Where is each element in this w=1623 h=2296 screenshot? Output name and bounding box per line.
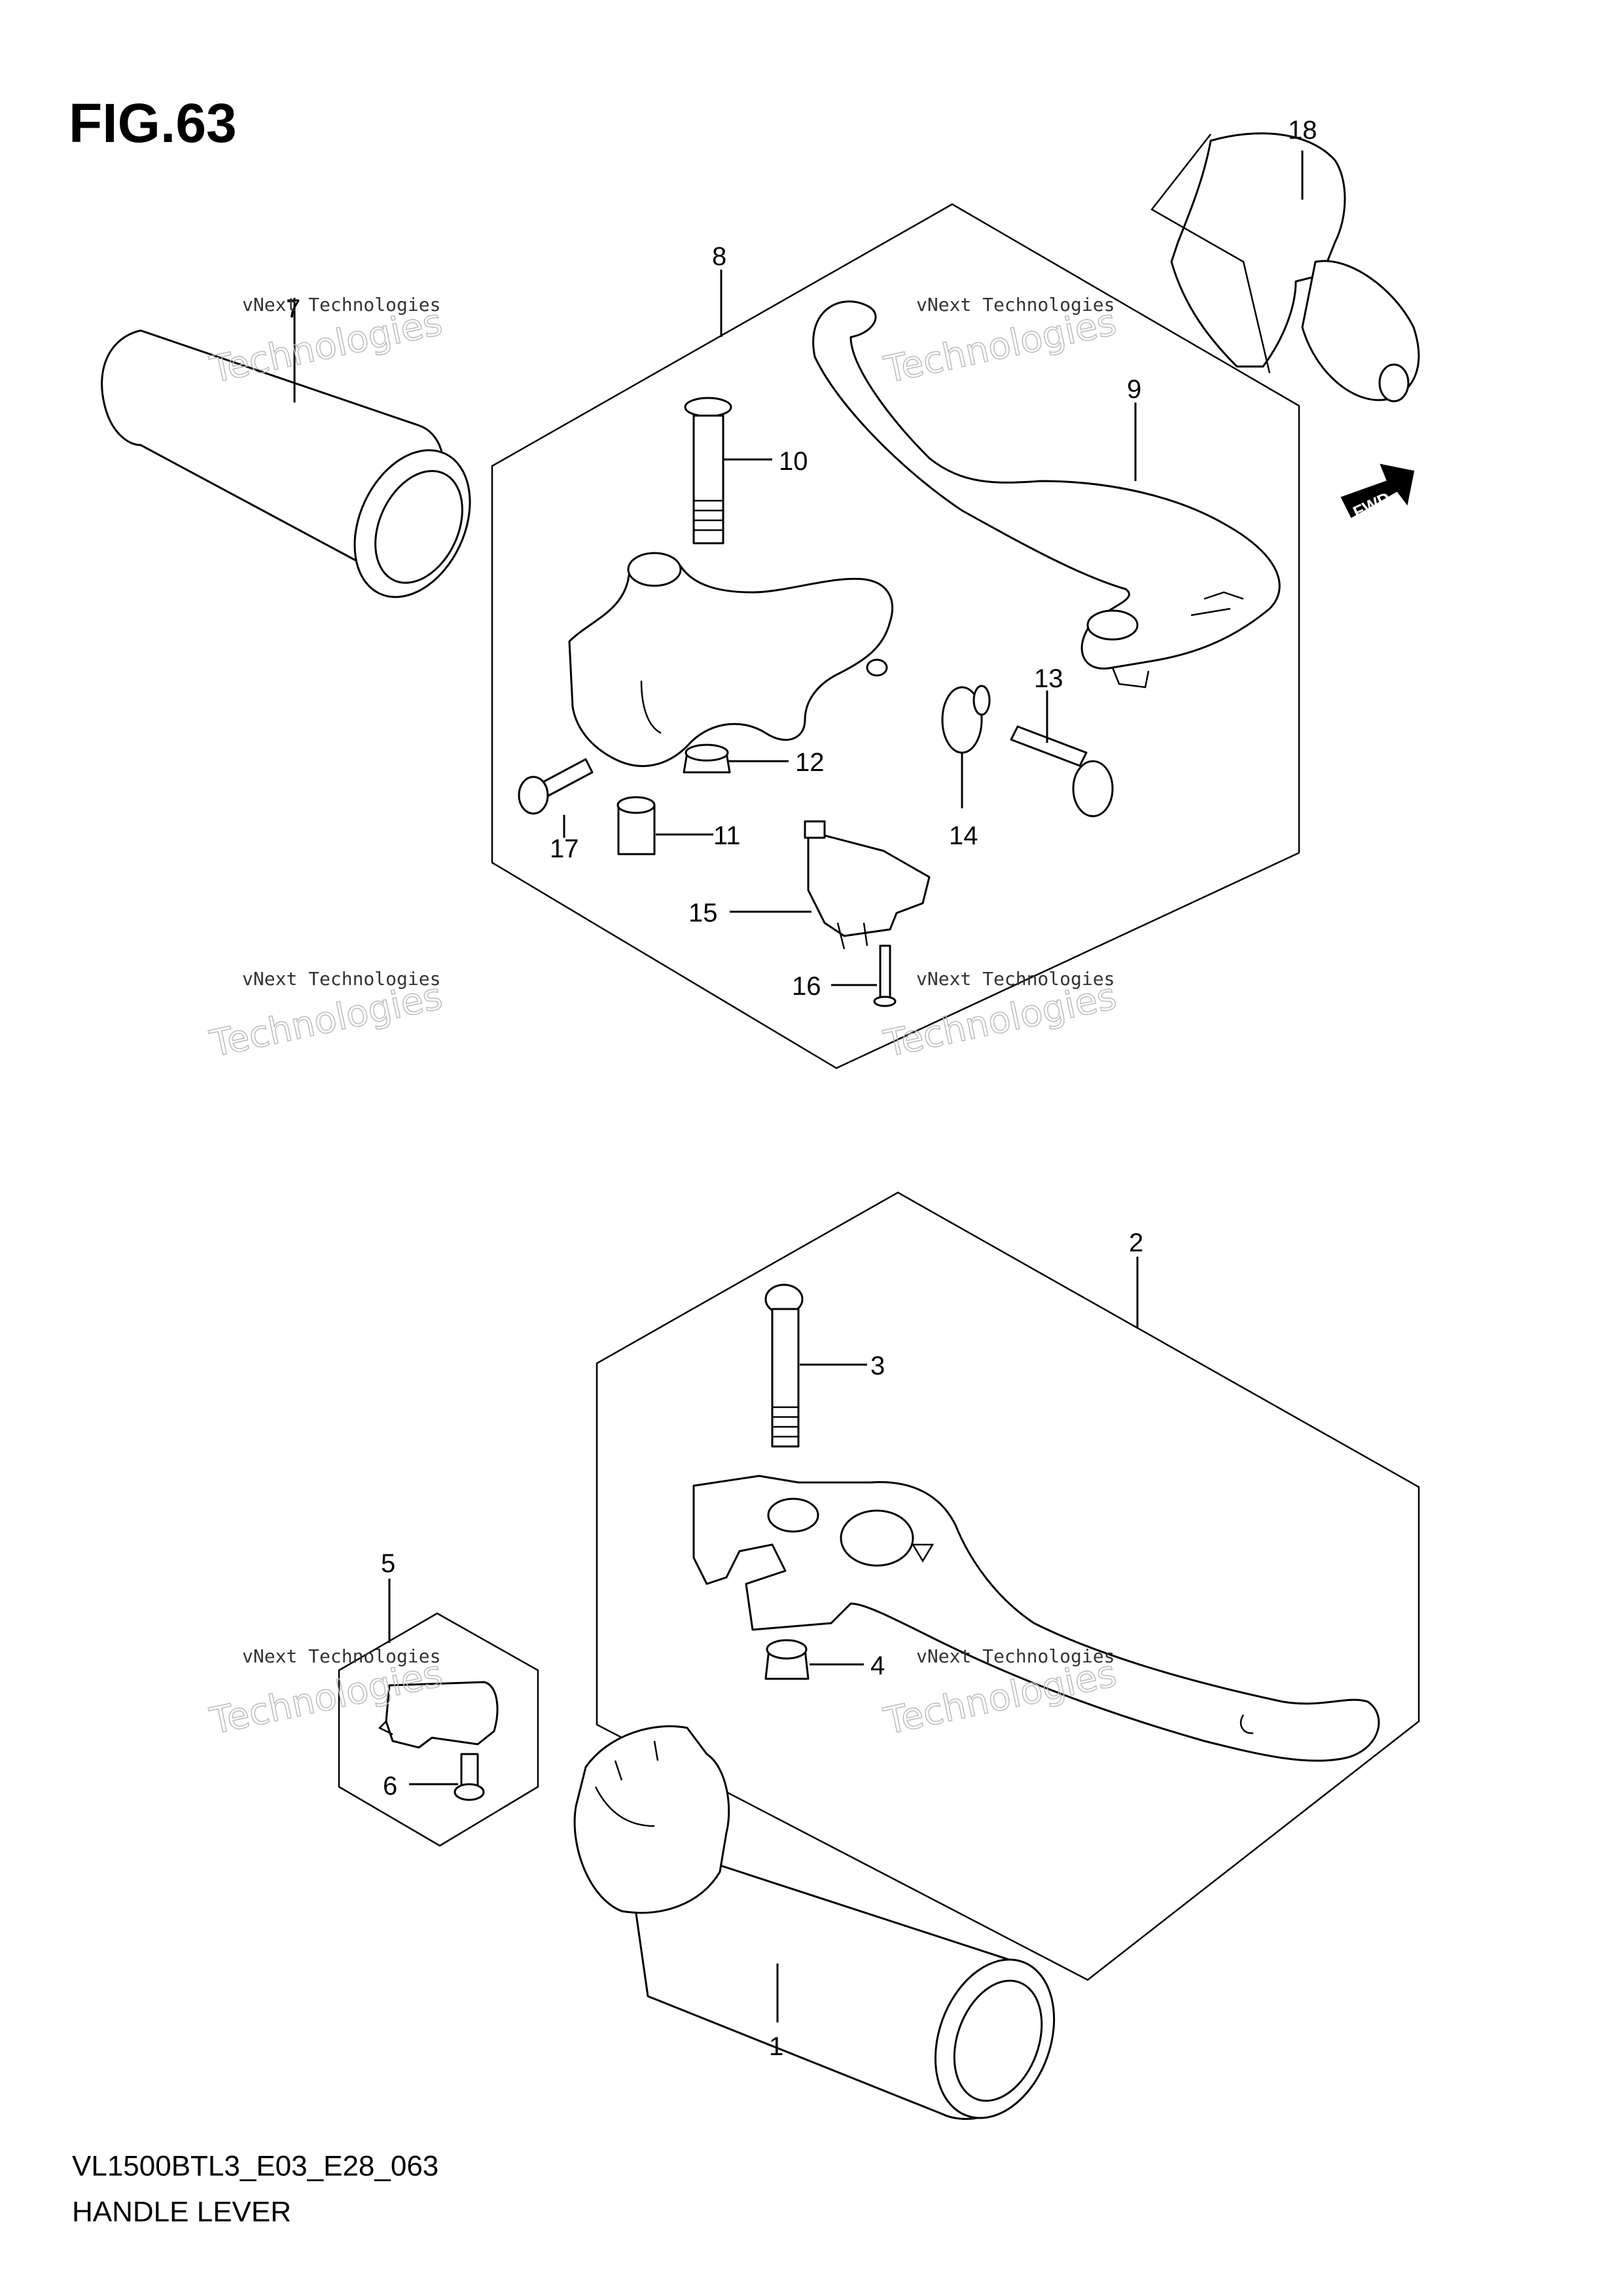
adjuster-wheel [941, 685, 991, 754]
callout-18: 18 [1288, 116, 1317, 145]
callout-7: 7 [286, 295, 300, 323]
nut-12-top [685, 744, 729, 762]
callout-1: 1 [769, 2032, 783, 2061]
watermark-line: vNext Technologies [242, 1645, 440, 1667]
callout-14: 14 [949, 821, 978, 850]
screw-16-shank [879, 944, 891, 999]
screw-6-head [454, 1783, 485, 1801]
front-brake-switch-group: 5 6 [338, 1549, 539, 1847]
brake-lever-tip-hole [1240, 1714, 1254, 1734]
switch-15-terminals [836, 922, 868, 950]
brake-lever-assembly-group: 2 3 4 [596, 1191, 1420, 1981]
front-brake-light-switch [378, 1681, 499, 1749]
callout-10: 10 [779, 447, 808, 476]
brake-lever-pivot-hole [767, 1498, 819, 1533]
brake-lever [692, 1475, 1380, 1762]
grip-left [101, 329, 471, 598]
screw-6-shank [460, 1753, 479, 1788]
lever-holder [568, 552, 894, 767]
brake-lever-adjuster-dial [840, 1509, 914, 1567]
grip-7-bore [374, 470, 463, 584]
clutch-lever-tab [1111, 667, 1150, 689]
group-outline-2 [596, 1191, 1420, 1981]
holder-screw [518, 758, 594, 815]
callout-6: 6 [383, 1772, 397, 1801]
callout-15: 15 [688, 899, 718, 927]
watermark-line: vNext Technologies [916, 1645, 1115, 1667]
callout-8: 8 [712, 242, 726, 271]
switch-15-body [807, 830, 931, 937]
clutch-switch [804, 820, 931, 950]
fwd-direction-badge: FWD [1340, 463, 1415, 522]
grip-1-flange-detail [594, 1740, 659, 1827]
callout-2: 2 [1129, 1229, 1143, 1257]
brake-lever-indicator-mark [911, 1543, 935, 1563]
watermark-line: vNext Technologies [242, 968, 440, 990]
nut-4-top [766, 1639, 808, 1660]
switch-5-body [385, 1681, 499, 1749]
switch-screw [454, 1753, 485, 1801]
lever-holder-body [568, 554, 894, 767]
callout-11: 11 [713, 821, 741, 850]
switch-screw-small [873, 944, 897, 1007]
lever-spacer [616, 796, 656, 855]
bolt-10-thread [694, 499, 723, 531]
screw-16-head [873, 996, 897, 1007]
clutch-lever-pivot-hole [1086, 609, 1139, 641]
figure-title: FIG.63 [69, 92, 237, 154]
bolt-13-knob [1072, 760, 1114, 817]
bolt-10-shank [692, 414, 724, 545]
switch-5-plunger [378, 1721, 393, 1736]
callout-13: 13 [1034, 664, 1063, 693]
clutch-lever-assembly-group: 8 9 10 14 [491, 203, 1300, 1069]
bolt-10-head [684, 397, 732, 418]
callout-12: 12 [795, 748, 825, 777]
lever-holder-bore [627, 552, 682, 587]
callout-4: 4 [870, 1651, 885, 1680]
adjuster-bolt [1010, 725, 1114, 817]
model-code: VL1500BTL3_E03_E28_063 [72, 2150, 439, 2182]
bolt-13-shank [1010, 725, 1088, 767]
brake-lever-pivot-bolt [764, 1283, 804, 1448]
bolt-3-thread [772, 1406, 798, 1438]
watermark-line: vNext Technologies [242, 294, 440, 315]
bolt-3-shank [771, 1308, 800, 1448]
screw-17-head [518, 776, 549, 815]
switch-15-plunger [804, 820, 826, 839]
watermark-line: vNext Technologies [916, 968, 1115, 990]
cover-18-wire [1150, 134, 1271, 374]
callout-3: 3 [870, 1352, 885, 1380]
spacer-11-top [616, 796, 656, 814]
clutch-lever [812, 300, 1281, 689]
fwd-arrow-shape [1340, 463, 1415, 518]
callout-5: 5 [381, 1549, 395, 1578]
grip-1-flange [573, 1725, 730, 1914]
clutch-lever-ribs [1190, 591, 1244, 617]
group-outline-8 [491, 203, 1300, 1069]
adjuster-wheel-hub [972, 685, 991, 716]
grip-1-bore [953, 1979, 1043, 2102]
grip-right [573, 1725, 1056, 2120]
lever-nut [764, 1639, 810, 1680]
clutch-pivot-bolt [684, 397, 732, 545]
lever-holder-clamp-edge [640, 680, 662, 734]
group-outline-5 [338, 1612, 539, 1847]
lever-cover [1150, 132, 1420, 403]
lever-nut-small [683, 744, 731, 774]
callout-9: 9 [1127, 375, 1141, 404]
cover-18-end [1378, 363, 1410, 403]
watermark-line: vNext Technologies [916, 294, 1115, 315]
callout-16: 16 [792, 972, 821, 1001]
figure-name: HANDLE LEVER [72, 2196, 292, 2228]
lever-holder-screw-hole [866, 658, 888, 677]
clutch-lever-body [812, 300, 1281, 670]
callout-17: 17 [550, 834, 579, 863]
